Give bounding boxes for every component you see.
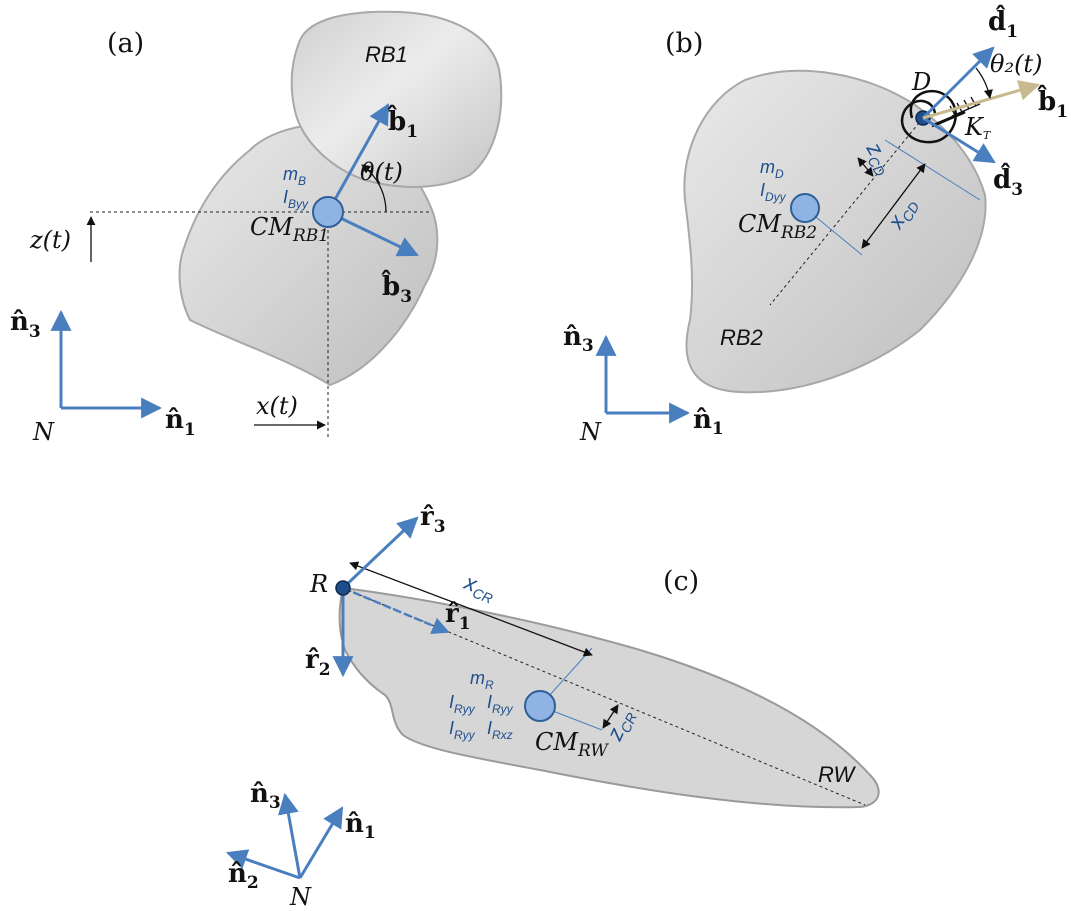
cm-rw-marker	[524, 690, 556, 722]
d1-label: d̂1	[988, 4, 1018, 42]
xcd-dimension	[861, 163, 926, 249]
rw-axis-line	[342, 587, 866, 806]
x-label: x(t)	[256, 392, 298, 420]
n2-vector-c	[226, 849, 301, 880]
n3-label-c: n̂3	[250, 779, 281, 813]
panel-c-tag: (c)	[663, 566, 699, 597]
b1-label-b: b̂1	[1037, 84, 1068, 122]
panel-b: (b) RB2 xCD zCD CMRB2 mD IDyy D K	[563, 4, 1068, 446]
panel-a-tag: (a)	[107, 28, 144, 59]
cm-rb1-label: CMRB1	[250, 213, 329, 246]
rb2-axis-line	[769, 117, 924, 306]
mass-b-label: mB	[283, 164, 306, 188]
hinge-normal-line-b	[884, 139, 981, 201]
n1-label-b: n̂1	[693, 405, 724, 439]
n2-label-c: n̂2	[228, 859, 259, 893]
mass-d-label: mD	[760, 157, 784, 181]
b1-label: b̂1	[387, 104, 418, 142]
d3-vector	[922, 116, 996, 164]
cm-rw-label: CMRW	[535, 728, 609, 761]
rb1-body-upper	[290, 10, 503, 188]
theta-arc	[361, 164, 387, 213]
inertia-rxz-label: IRxz	[487, 718, 513, 742]
frame-n-a: N	[32, 418, 55, 446]
zcr-dimension	[602, 704, 619, 729]
hinge-d-label: D	[911, 68, 931, 96]
z-label: z(t)	[29, 226, 71, 254]
torsion-spring	[900, 89, 957, 144]
b1-vector-b	[922, 80, 1041, 120]
cm-rb2-label: CMRB2	[738, 210, 817, 243]
spring-arm	[931, 110, 966, 128]
rw-label: RW	[818, 762, 856, 787]
r1-vector	[342, 586, 450, 634]
inertia-ryy-3-label: IRyy	[449, 718, 476, 742]
n1-label-c: n̂1	[345, 809, 376, 843]
n3-label-b: n̂3	[563, 322, 594, 356]
theta2-arc	[975, 67, 993, 99]
b3-label: b̂3	[381, 269, 412, 307]
panel-c: (c) RW xCR zCR CMRW mR IRyy IRyy IRyy IR…	[226, 502, 880, 911]
hinge-r-marker	[335, 580, 351, 596]
kt-label: KT	[964, 113, 992, 142]
inertia-byy-label: IByy	[283, 187, 309, 211]
r1-label: r̂1	[445, 599, 471, 634]
n1-vector-c	[298, 806, 344, 879]
b1-vector	[326, 103, 390, 213]
cm-rb2-marker	[790, 193, 820, 223]
rb1-label: RB1	[365, 42, 408, 67]
panel-b-tag: (b)	[665, 28, 703, 59]
d3-label: d̂3	[993, 162, 1023, 200]
n1-label-a: n̂1	[165, 405, 196, 440]
panel-a: (a) RB1 z(t) x(t) θ(t) CMRB1 mB IByy b̂1…	[10, 10, 503, 446]
d1-vector	[921, 46, 995, 120]
hinge-r-label: R	[309, 570, 328, 598]
cm-rb1-marker	[312, 196, 344, 228]
inertia-ryy-1-label: IRyy	[449, 692, 476, 716]
inertia-dyy-label: IDyy	[760, 180, 787, 204]
theta2-label: θ₂(t)	[990, 50, 1042, 78]
r2-label: r̂2	[305, 645, 331, 680]
inertia-ryy-2-label: IRyy	[487, 692, 514, 716]
n3-label-a: n̂3	[10, 307, 41, 342]
n3-vector-c	[278, 792, 302, 879]
rb2-body	[683, 69, 987, 394]
r3-vector	[341, 516, 419, 590]
r3-label: r̂3	[420, 502, 446, 537]
mass-r-label: mR	[470, 668, 494, 692]
zcd-dimension	[857, 157, 874, 177]
frame-n-c: N	[289, 883, 312, 911]
xcr-label: xCR	[459, 569, 499, 607]
xcr-dimension	[349, 561, 593, 657]
b3-vector	[327, 210, 419, 257]
frame-n-b: N	[579, 418, 602, 446]
theta-label: θ(t)	[360, 158, 403, 186]
rb2-label: RB2	[720, 325, 763, 350]
